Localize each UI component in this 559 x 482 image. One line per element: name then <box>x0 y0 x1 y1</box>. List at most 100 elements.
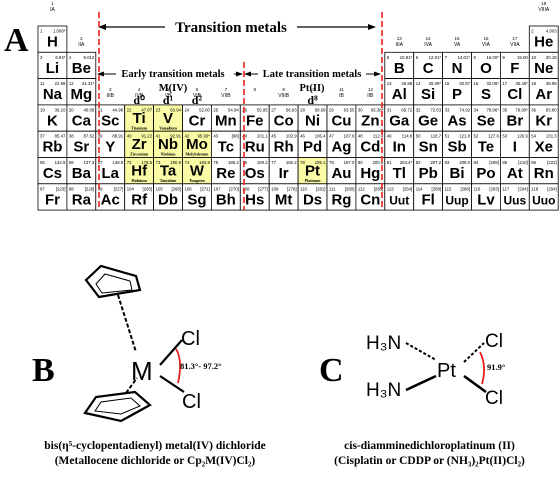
group-label: VIIA <box>510 42 520 48</box>
atomic-number: 105 <box>156 186 164 191</box>
element-cell-n <box>442 51 472 79</box>
atomic-mass: 32.06* <box>486 81 499 86</box>
element-cell-in <box>384 130 415 158</box>
element-cell-y <box>95 130 126 158</box>
atomic-number: 10 <box>531 55 536 60</box>
atomic-mass: [226] <box>85 186 95 191</box>
atomic-mass: 106.4 <box>315 134 326 139</box>
element-symbol: Ni <box>305 112 320 129</box>
element-symbol: C <box>423 60 434 77</box>
atomic-mass: 6.94* <box>55 55 65 60</box>
late-transition-label: Late transition metals <box>263 69 362 80</box>
atomic-number: 51 <box>445 134 450 139</box>
atomic-mass: 95.96* <box>197 134 210 139</box>
element-symbol: Zr <box>132 136 147 153</box>
group-label: VA <box>454 42 461 48</box>
element-cell-ga <box>384 104 415 132</box>
element-symbol: Au <box>331 165 351 182</box>
atomic-number: 11 <box>40 81 45 86</box>
element-symbol: Be <box>72 60 91 77</box>
element-cell-mo <box>182 130 212 158</box>
atomic-mass: 92.91 <box>170 134 181 139</box>
element-symbol: Db <box>158 191 178 208</box>
atomic-number: 48 <box>358 134 363 139</box>
atomic-mass: [281] <box>316 186 326 191</box>
atomic-number: 109 <box>271 186 279 191</box>
element-cell-ne <box>528 51 559 79</box>
atomic-mass: 4.003 <box>546 29 557 34</box>
element-symbol: At <box>507 165 523 182</box>
group-label: VIIB <box>221 93 231 99</box>
late-label-bg <box>258 66 366 79</box>
atomic-mass: 1.008* <box>53 29 66 34</box>
atomic-mass: 107.9 <box>344 134 355 139</box>
atomic-number: 7 <box>445 55 448 60</box>
early-arrowhead-right <box>236 71 243 77</box>
element-symbol: Bh <box>216 191 236 208</box>
atomic-number: 50 <box>416 134 421 139</box>
d-electron-label-d8: d⁸ <box>307 93 318 107</box>
element-cell-uut <box>384 183 415 211</box>
atomic-number: 86 <box>531 160 536 165</box>
atomic-mass: [209] <box>489 160 499 165</box>
group-number: 8 <box>253 87 256 92</box>
atomic-number: 23 <box>156 107 161 112</box>
atomic-number: 28 <box>300 107 305 112</box>
group-number: 11 <box>339 87 344 92</box>
d-electron-label-d1: d¹ <box>163 93 174 107</box>
element-cell-sn <box>413 130 444 158</box>
element-symbol: Mt <box>275 191 293 208</box>
transition-metals-label: Transition metals <box>175 20 287 36</box>
atomic-mass: 10.81* <box>400 55 413 60</box>
atomic-mass: 40.08 <box>84 107 95 112</box>
element-symbol: Cn <box>360 191 380 208</box>
element-symbol: Si <box>421 86 435 103</box>
atomic-mass: 102.9 <box>286 134 297 139</box>
element-symbol: Ne <box>534 60 553 77</box>
element-name: Tantalum <box>160 178 177 183</box>
atomic-mass: 65.38* <box>371 107 384 112</box>
atomic-mass: 26.98 <box>401 81 412 86</box>
caption-cisplatin-line1: cis-diamminedichloroplatinum (II) <box>344 440 515 452</box>
element-cell-sc <box>95 104 126 132</box>
atomic-mass: 74.92 <box>459 107 470 112</box>
element-cell-s <box>471 78 501 106</box>
atomic-mass: 14.01* <box>458 55 471 60</box>
atomic-number: 83 <box>445 160 450 165</box>
atomic-mass: 16.00* <box>486 55 499 60</box>
atomic-number: 79 <box>329 160 334 165</box>
atomic-number: 36 <box>531 107 536 112</box>
atomic-number: 106 <box>185 186 193 191</box>
element-cell-uup <box>442 183 472 211</box>
atomic-number: 4 <box>69 55 72 60</box>
atomic-number: 107 <box>213 186 221 191</box>
element-name: Hafnium <box>131 178 147 183</box>
atomic-mass: [277] <box>258 186 268 191</box>
atomic-mass: 114.8 <box>402 134 413 139</box>
atomic-number: 54 <box>531 134 536 139</box>
element-cell-ru <box>239 130 270 158</box>
element-symbol: Ca <box>72 112 92 129</box>
atomic-number: 80 <box>358 160 363 165</box>
atomic-mass: 28.09* <box>429 81 442 86</box>
element-symbol: Pd <box>303 139 322 156</box>
atomic-number: 47 <box>329 134 334 139</box>
panel-label-b: B <box>32 352 55 389</box>
atomic-number: 81 <box>387 160 392 165</box>
element-symbol: B <box>394 60 405 77</box>
element-symbol: Sb <box>447 139 466 156</box>
atomic-number: 26 <box>242 107 247 112</box>
group-label: IIA <box>78 42 85 48</box>
element-symbol: Sr <box>73 139 89 156</box>
atomic-mass: 186.2 <box>228 160 239 165</box>
element-symbol: Sn <box>419 139 438 156</box>
atomic-number: 21 <box>98 107 103 112</box>
element-symbol: H <box>47 34 58 51</box>
element-symbol: He <box>534 34 553 51</box>
atomic-number: 33 <box>445 107 450 112</box>
atomic-mass: 180.9 <box>170 160 181 165</box>
element-cell-po <box>471 157 501 185</box>
element-name: Platinum <box>305 178 321 183</box>
group-label: VIIIB <box>278 93 290 99</box>
